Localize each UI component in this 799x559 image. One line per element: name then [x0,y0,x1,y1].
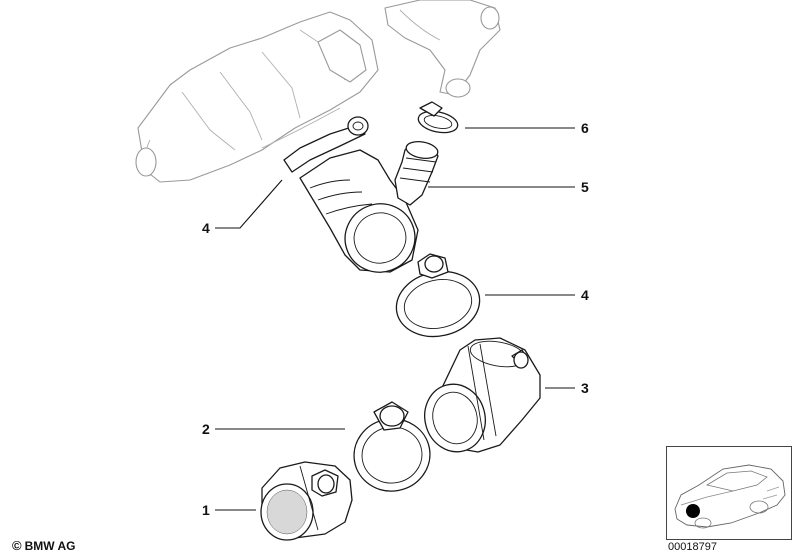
large-clamp-4 [395,253,481,338]
callout-2: 2 [202,421,210,437]
copyright-notice: © BMW AG [12,538,75,553]
callout-4-upper: 4 [202,220,210,236]
upper-clamp-4 [283,116,369,173]
copyright-icon: © [12,538,22,553]
callout-4-lower: 4 [581,287,589,303]
callout-3: 3 [581,380,589,396]
intake-boot [299,149,419,273]
callout-1: 1 [202,502,210,518]
location-marker [686,504,700,518]
document-number: 00018797 [668,541,717,553]
ghost-upper-pipe [384,0,501,98]
rubber-coupling-3 [424,337,541,453]
small-clamp-6 [417,101,459,134]
ghost-throttle-housing [135,11,379,183]
callout-5: 5 [581,179,589,195]
small-hose-5 [394,140,439,206]
callout-6: 6 [581,120,589,136]
leader-lines [215,127,575,511]
car-outline-icon [674,464,786,529]
air-mass-meter-1 [260,461,353,541]
brand-label: BMW AG [24,538,76,553]
hose-clamp-2 [353,401,431,492]
vehicle-location-thumbnail [666,446,792,540]
